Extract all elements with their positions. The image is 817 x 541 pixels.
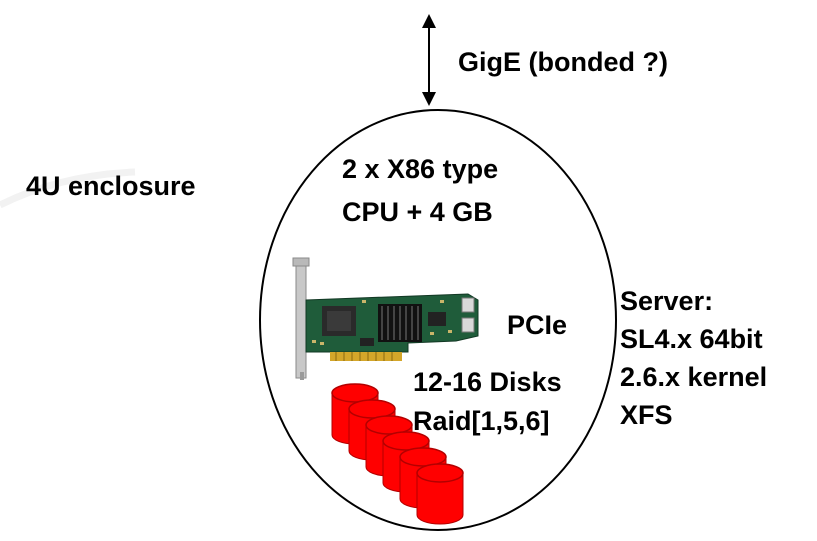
- double-arrow-vertical-icon: [422, 14, 436, 106]
- server-spec-line-2: SL4.x 64bit: [620, 324, 763, 354]
- cpu-label-line-1: 2 x X86 type: [342, 154, 499, 184]
- server-spec-line-3: 2.6.x kernel: [620, 362, 768, 392]
- background-swoosh: [0, 168, 136, 209]
- enclosure-label: 4U enclosure: [26, 171, 196, 201]
- server-ellipse: [259, 109, 617, 531]
- raid-controller-card-icon: [292, 257, 479, 380]
- disks-label-line-1: 12-16 Disks: [413, 367, 562, 397]
- disks-label-line-2: Raid[1,5,6]: [413, 406, 550, 436]
- disk-cylinder-icon: [416, 463, 464, 525]
- pcie-label: PCIe: [507, 310, 568, 340]
- cpu-label-line-2: CPU + 4 GB: [342, 197, 493, 227]
- server-spec-line-1: Server:: [620, 286, 714, 316]
- server-spec-line-4: XFS: [620, 400, 673, 430]
- network-label: GigE (bonded ?): [458, 47, 668, 77]
- disk-stack: [331, 383, 464, 525]
